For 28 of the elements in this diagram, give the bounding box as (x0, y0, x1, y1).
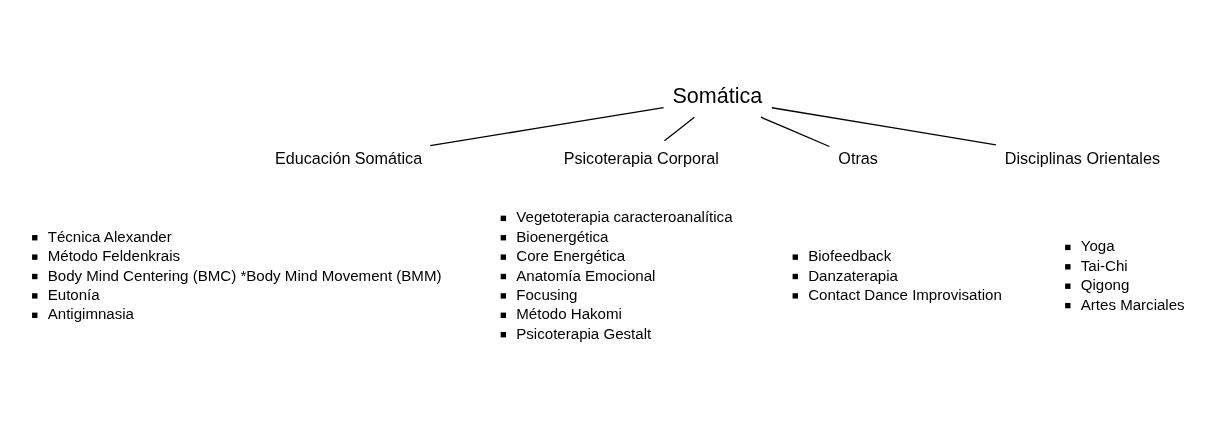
node-label: Antigimnasia (47, 304, 135, 322)
node-label: Eutonía (47, 285, 100, 303)
node-text: Otras (838, 148, 878, 167)
node-label: Vegetoterapia caracteroanalítica (516, 207, 733, 225)
node-label: Danzaterapia (808, 266, 898, 283)
node-text: Somática (672, 83, 763, 108)
node-label: Bioenergética (516, 227, 609, 245)
node-label: Focusing (516, 285, 578, 303)
node-label: Técnica Alexander (47, 227, 172, 245)
node-label: Yoga (1080, 236, 1115, 254)
connector (663, 116, 695, 141)
node-text: Psicoterapia Corporal (563, 148, 719, 167)
node-label: Body Mind Centering (BMC) *Body Mind Movement (BMM) (47, 266, 442, 283)
node-text: Disciplinas Orientales (1004, 148, 1161, 167)
node-text: Educación Somática (274, 148, 423, 167)
node-label: Método Feldenkrais (47, 246, 181, 264)
node-label: Core Energética (516, 246, 626, 264)
connector (771, 106, 997, 145)
node-label: Psicoterapia Gestalt (516, 324, 652, 342)
node-label: Método Hakomi (516, 304, 622, 322)
node-label: Qigong (1080, 275, 1130, 293)
connector (429, 106, 665, 146)
node-label: Tai-Chi (1080, 256, 1128, 274)
connector (760, 116, 831, 147)
node-label: Biofeedback (808, 246, 892, 264)
node-label: Contact Dance Improvisation (808, 285, 1002, 303)
node-label: Anatomía Emocional (516, 266, 656, 283)
node-label: Artes Marciales (1080, 295, 1185, 313)
